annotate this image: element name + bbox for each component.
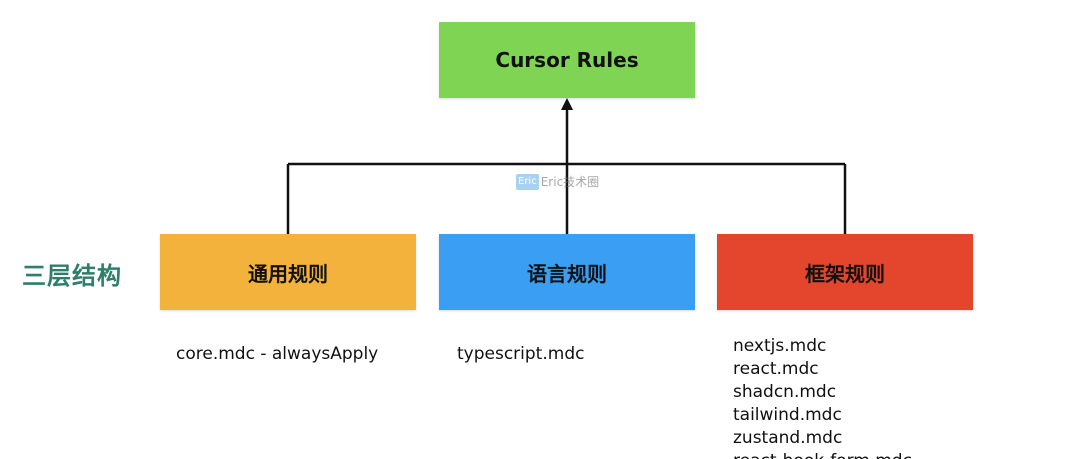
- watermark-logo: Eric: [516, 173, 539, 190]
- watermark-text: Eric技术圈: [540, 175, 600, 189]
- file-item: zustand.mdc: [733, 428, 843, 448]
- node-language-rules: 语言规则: [439, 234, 695, 310]
- node-language-rules-label: 语言规则: [527, 261, 607, 286]
- file-item: react-hook-form.mdc: [733, 450, 912, 459]
- node-framework-rules: 框架规则: [717, 234, 973, 310]
- language-rules-file-list: typescript.mdc: [457, 343, 584, 366]
- root-node: Cursor Rules: [439, 22, 695, 98]
- arrow-head: [561, 98, 573, 110]
- watermark: Eric Eric技术圈: [516, 173, 599, 190]
- file-item: shadcn.mdc: [733, 382, 837, 402]
- file-item: react.mdc: [733, 359, 819, 379]
- file-item: core.mdc - alwaysApply: [176, 344, 379, 364]
- framework-rules-file-list: nextjs.mdc react.mdc shadcn.mdc tailwind…: [733, 335, 912, 459]
- file-item: tailwind.mdc: [733, 405, 842, 425]
- node-general-rules: 通用规则: [160, 234, 416, 310]
- side-label: 三层结构: [22, 262, 122, 290]
- node-framework-rules-label: 框架规则: [805, 261, 885, 286]
- file-item: typescript.mdc: [457, 344, 585, 364]
- file-item: nextjs.mdc: [733, 336, 827, 356]
- root-node-label: Cursor Rules: [495, 48, 639, 72]
- general-rules-file-list: core.mdc - alwaysApply: [176, 343, 378, 366]
- node-general-rules-label: 通用规则: [248, 261, 328, 286]
